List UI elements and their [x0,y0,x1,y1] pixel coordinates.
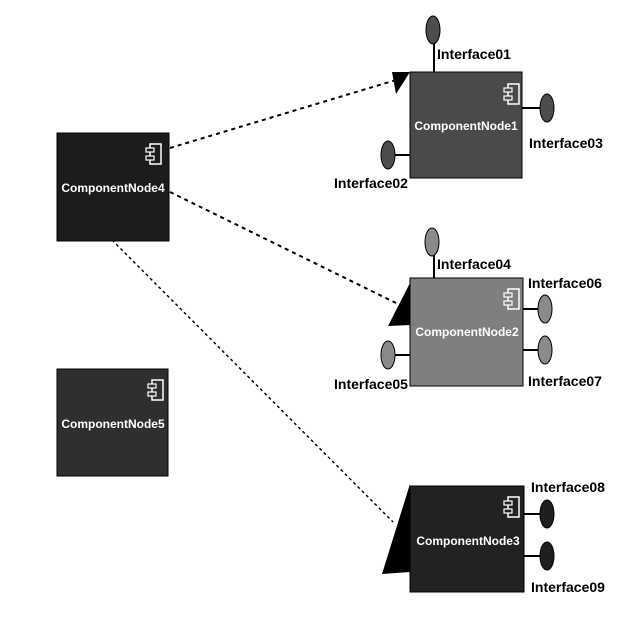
interface-04-label: Interface04 [437,256,511,272]
component-node-5[interactable]: ComponentNode5 [56,368,169,477]
interface-03-label: Interface03 [529,135,603,151]
interface-06-lollipop[interactable] [537,294,553,324]
component-icon [503,496,520,518]
dependency-line-n4-n3 [111,239,394,523]
interface-01-lollipop[interactable] [425,15,441,45]
interface-06-label: Interface06 [528,275,602,291]
dependency-arrows [111,72,410,574]
interface-09-lollipop[interactable] [539,541,555,571]
interface-01-label: Interface01 [437,46,511,62]
interface-02-lollipop[interactable] [380,140,396,170]
interface-05-lollipop[interactable] [380,340,396,370]
component-icon [503,83,520,105]
component-node-1-label: ComponentNode1 [414,119,518,133]
interface-08-label: Interface08 [531,479,605,495]
component-node-2[interactable]: Interface04 ComponentNode2 Interface06 I… [334,227,602,392]
component-node-2-label: ComponentNode2 [415,325,519,339]
component-node-4-label: ComponentNode4 [61,181,165,195]
interface-03-lollipop[interactable] [539,93,555,123]
interface-07-lollipop[interactable] [537,335,553,365]
interface-04-lollipop[interactable] [424,227,440,257]
component-node-4[interactable]: ComponentNode4 [56,132,170,242]
arrowhead-n1 [392,72,410,94]
component-node-1[interactable]: Interface01 ComponentNode1 Interface03 I… [334,15,603,191]
component-node-1-box [409,71,523,179]
dependency-line-n4-n1 [169,79,397,149]
interface-08-lollipop[interactable] [539,499,555,529]
dependency-line-n4-n2 [169,191,397,304]
interface-07-label: Interface07 [528,373,602,389]
component-node-5-label: ComponentNode5 [61,417,165,431]
interface-09-label: Interface09 [531,579,605,595]
interface-05-label: Interface05 [334,376,408,392]
component-icon [145,143,162,165]
component-node-3-label: ComponentNode3 [416,534,520,548]
arrowhead-n3 [382,484,410,574]
component-icon [147,379,164,401]
interface-02-label: Interface02 [334,175,408,191]
component-icon [503,288,520,310]
component-node-3[interactable]: ComponentNode3 Interface08 Interface09 [409,479,605,595]
arrowhead-n2 [388,283,410,326]
